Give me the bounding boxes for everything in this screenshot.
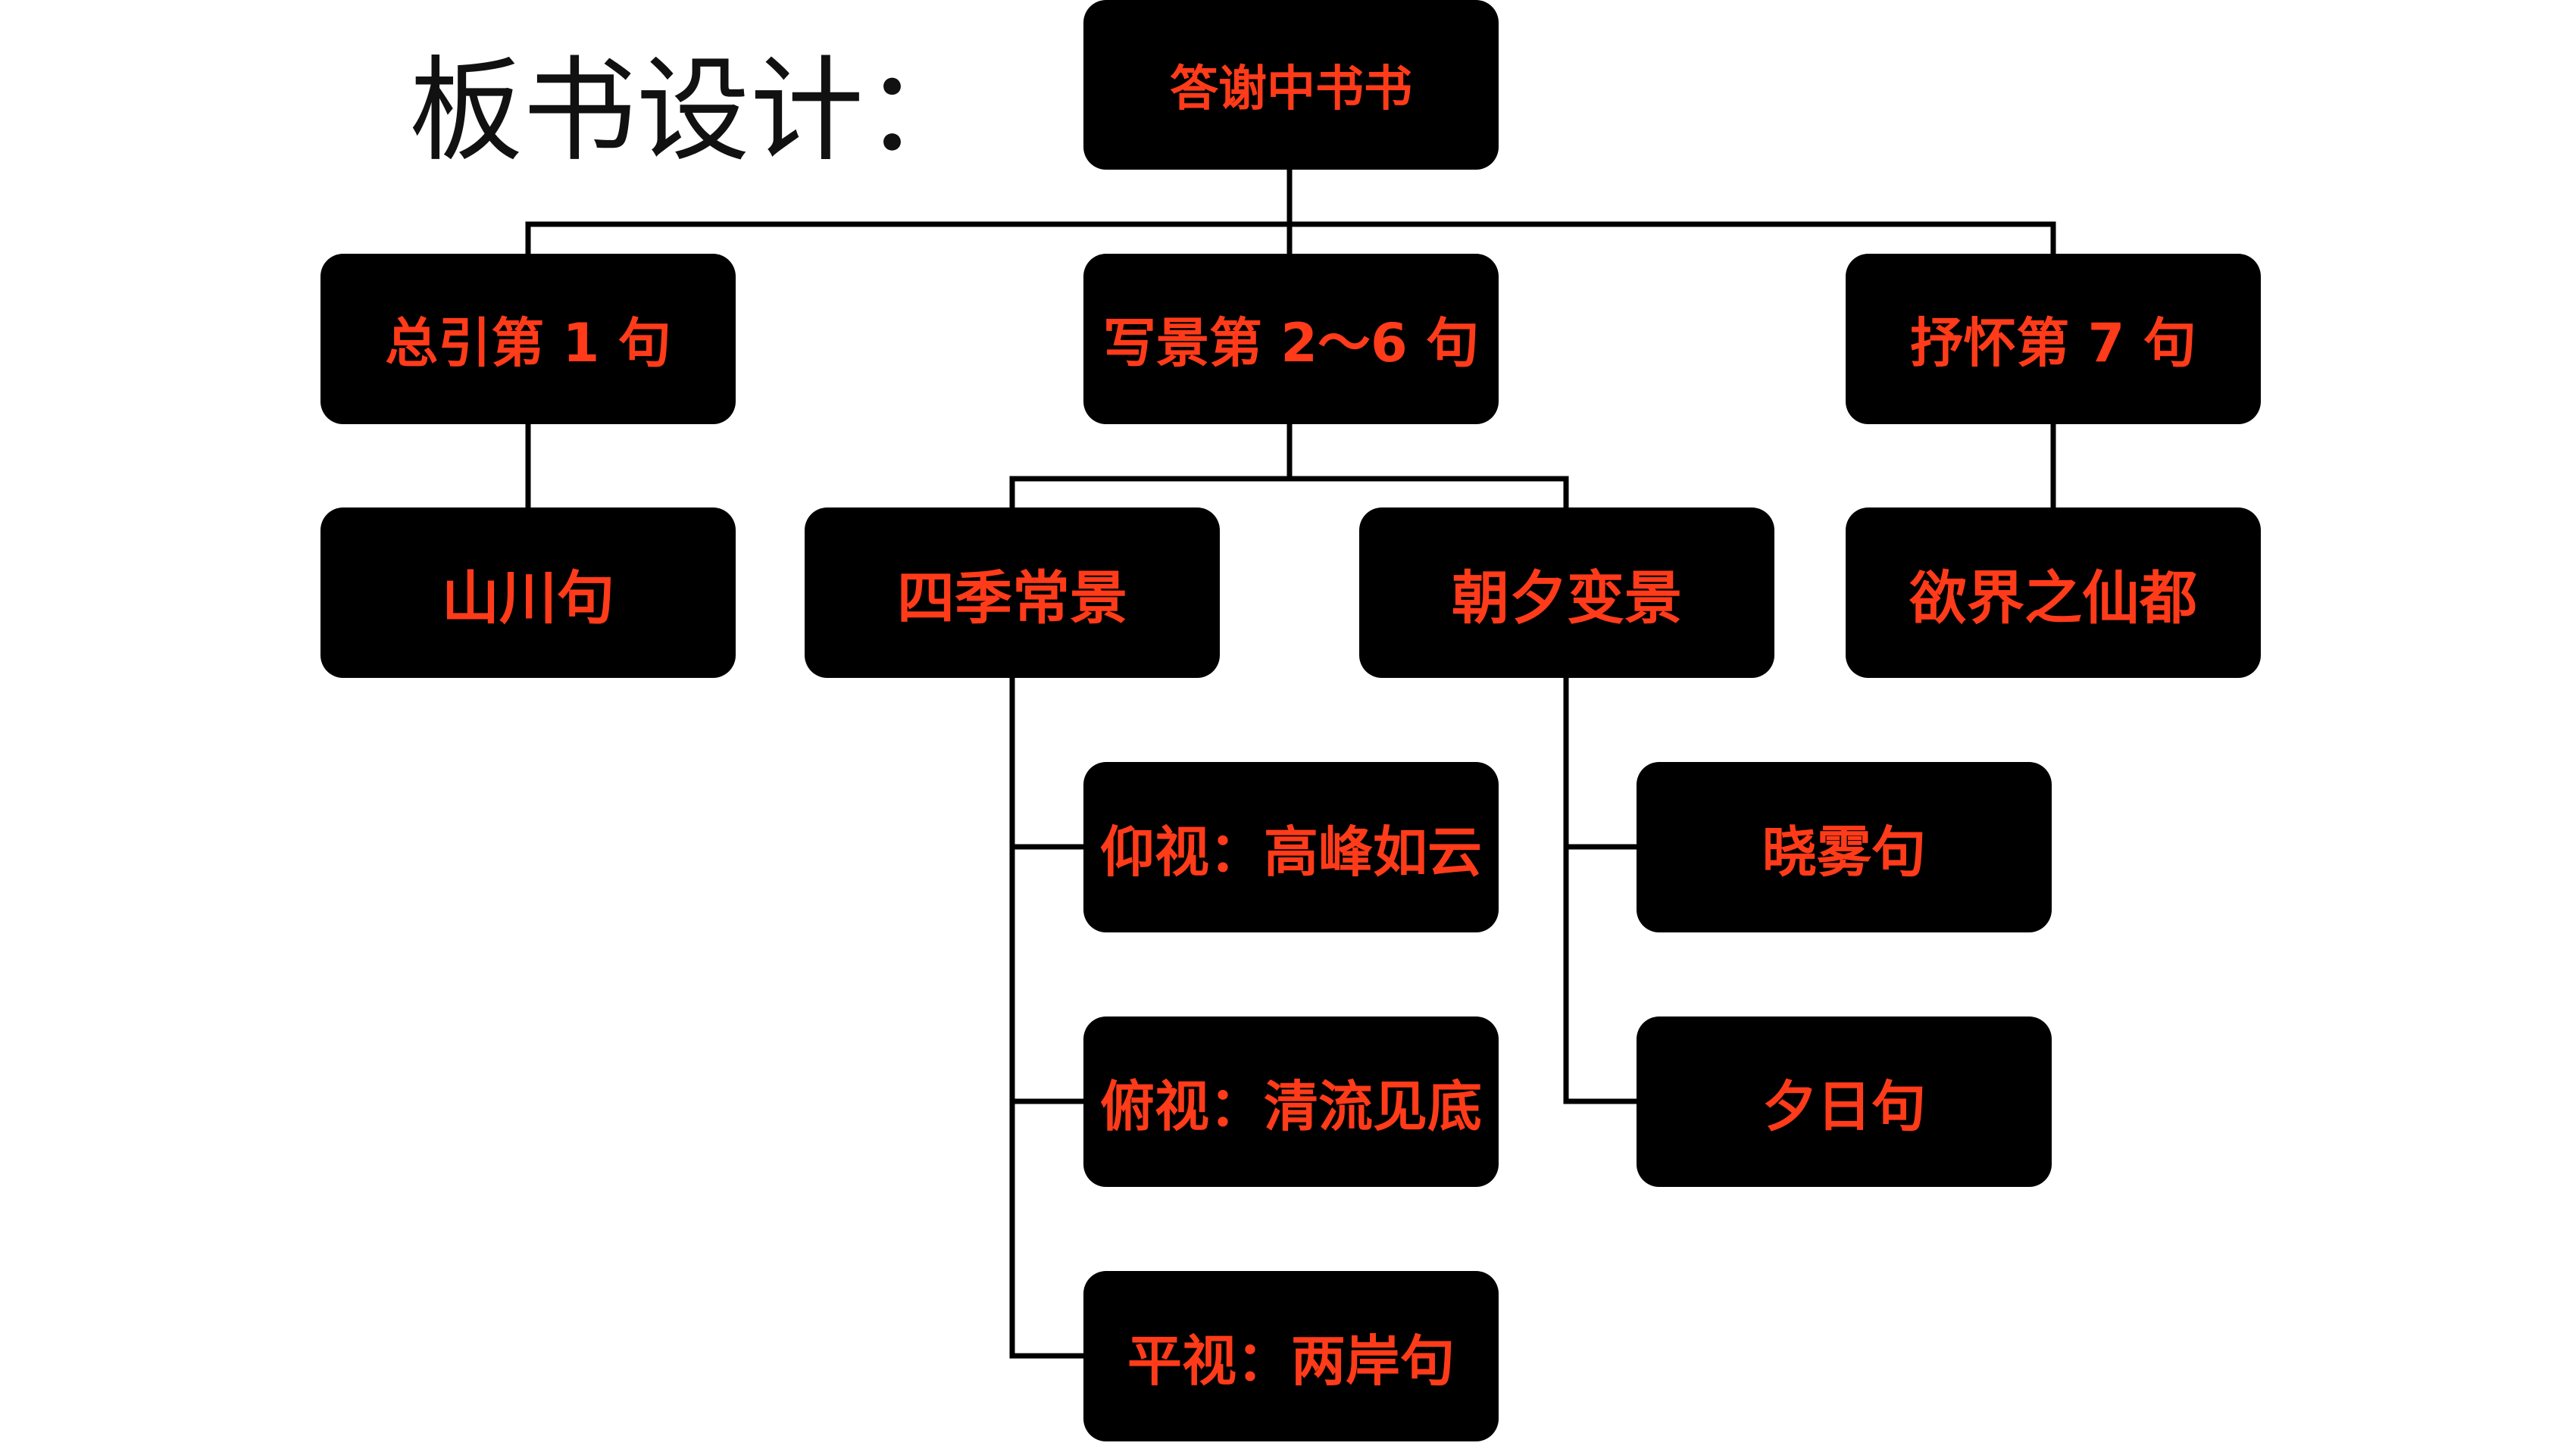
section-node-scenery: 写景第 2～6 句 xyxy=(1083,254,1499,424)
leaf-node-setting-sun: 夕日句 xyxy=(1637,1016,2052,1187)
section-node-intro: 总引第 1 句 xyxy=(320,254,736,424)
subsection-node-four-seasons-label: 四季常景 xyxy=(897,564,1127,632)
leaf-node-morning-mist-label: 晓雾句 xyxy=(1762,820,1926,884)
subsection-node-fairyland-label: 欲界之仙都 xyxy=(1909,564,2197,632)
subsection-node-morning-evening-label: 朝夕变景 xyxy=(1452,564,1682,632)
section-node-intro-label: 总引第 1 句 xyxy=(385,312,671,374)
leaf-node-look-up: 仰视：高峰如云 xyxy=(1083,762,1499,932)
section-node-feeling: 抒怀第 7 句 xyxy=(1846,254,2261,424)
leaf-node-look-down-label: 俯视：清流见底 xyxy=(1099,1075,1482,1138)
root-node: 答谢中书书 xyxy=(1083,0,1499,170)
connector-scenery-to-subsections xyxy=(1009,421,1569,511)
connector-day-night-to-times xyxy=(1563,675,1640,1104)
connector-root-to-sections xyxy=(525,165,2056,257)
section-node-scenery-label: 写景第 2～6 句 xyxy=(1102,312,1480,374)
section-node-feeling-label: 抒怀第 7 句 xyxy=(1910,312,2196,374)
root-node-label: 答谢中书书 xyxy=(1170,61,1412,117)
leaf-node-morning-mist: 晓雾句 xyxy=(1637,762,2052,932)
subsection-node-fairyland: 欲界之仙都 xyxy=(1846,507,2261,678)
page-title: 板书设计： xyxy=(409,45,978,177)
leaf-node-look-level-label: 平视：两岸句 xyxy=(1127,1329,1455,1393)
leaf-node-look-level: 平视：两岸句 xyxy=(1083,1271,1499,1441)
subsection-node-mountains-label: 山川句 xyxy=(442,564,614,632)
subsection-node-morning-evening: 朝夕变景 xyxy=(1359,507,1774,678)
leaf-node-look-up-label: 仰视：高峰如云 xyxy=(1099,820,1482,884)
subsection-node-four-seasons: 四季常景 xyxy=(805,507,1220,678)
leaf-node-look-down: 俯视：清流见底 xyxy=(1083,1016,1499,1187)
leaf-node-setting-sun-label: 夕日句 xyxy=(1762,1075,1926,1138)
subsection-node-mountains: 山川句 xyxy=(320,507,736,678)
connector-seasons-to-views xyxy=(1009,675,1086,1359)
